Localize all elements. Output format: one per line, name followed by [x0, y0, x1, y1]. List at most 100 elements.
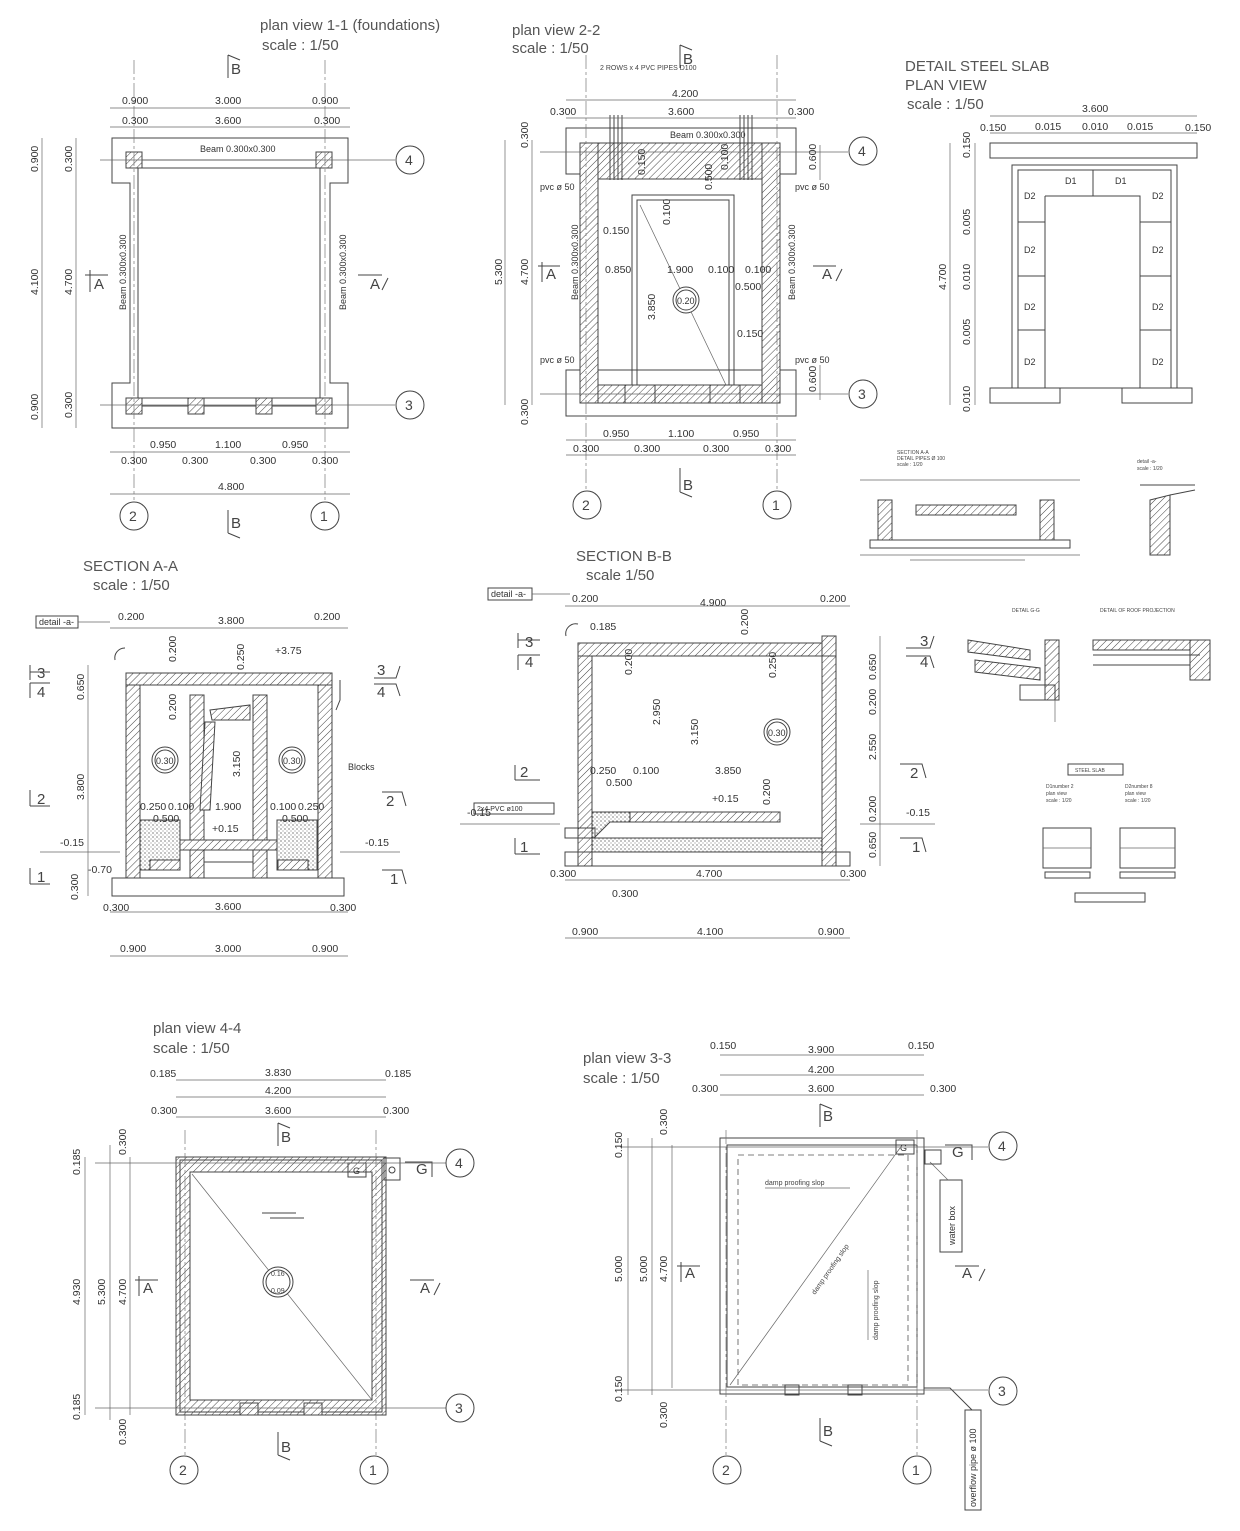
wall-left [579, 142, 599, 404]
dim: 4.700 [937, 264, 949, 290]
dim: 0.900 [29, 394, 41, 420]
dim: 3.850 [715, 765, 741, 777]
dim: 0.150 [636, 149, 648, 175]
opening-label: 0.20 [677, 296, 695, 306]
section-mark-g: G [900, 1143, 907, 1153]
dim: 0.300 [612, 888, 638, 900]
dim: 3.000 [215, 943, 241, 955]
opening [151, 746, 179, 774]
dim: 0.300 [930, 1083, 956, 1095]
plan-4-4-title: plan view 4-4 [153, 1020, 241, 1037]
dim: 0.900 [312, 943, 338, 955]
grid-bubble [712, 1455, 742, 1485]
dim: 0.300 [312, 455, 338, 467]
beam-label: Beam 0.300x0.300 [200, 144, 276, 154]
section-bb-scale: scale 1/50 [586, 567, 654, 584]
dim: 2.550 [867, 734, 879, 760]
dim: 0.250 [140, 801, 166, 813]
dim: 0.200 [167, 694, 179, 720]
dim: 0.650 [867, 654, 879, 680]
detail-scale: scale : 1/20 [1137, 466, 1163, 472]
opening-label: 0.30 [156, 756, 174, 766]
detail-title: plan view [1125, 791, 1146, 797]
dim: 0.150 [980, 122, 1006, 134]
plan-3-3-scale: scale : 1/50 [583, 1070, 660, 1087]
dim: 0.300 [658, 1402, 670, 1428]
dim: 0.300 [103, 902, 129, 914]
dim: 0.200 [118, 611, 144, 623]
grid-bubble [848, 379, 878, 409]
section-bb-title: SECTION B-B [576, 548, 672, 565]
dim: 0.300 [519, 399, 531, 425]
panel-label: D1 [1065, 176, 1077, 186]
dim: 0.150 [710, 1040, 736, 1052]
level-mark: 1 [390, 871, 398, 888]
water-box-label: water box [947, 1205, 957, 1246]
section-mark-b: B [231, 61, 241, 78]
dim: 0.900 [818, 926, 844, 938]
dim: 1.100 [668, 428, 694, 440]
level-mark: 4 [525, 654, 533, 671]
slope-label: damp proofing slop [811, 1243, 851, 1296]
beam-label: Beam 0.300x0.300 [670, 130, 746, 140]
grid-label: 4 [455, 1155, 463, 1171]
section-mark-g: G [416, 1161, 428, 1178]
dim: 0.300 [840, 868, 866, 880]
pipe-label: 2x4 PVC ø100 [477, 806, 523, 813]
roof-slab [577, 642, 837, 657]
dim: 0.150 [613, 1132, 625, 1158]
dim: 0.200 [867, 689, 879, 715]
steel-slab-title: DETAIL STEEL SLAB [905, 58, 1050, 75]
dim: 0.150 [1185, 122, 1211, 134]
dim: 3.000 [215, 95, 241, 107]
pvc-label: pvc ø 50 [795, 355, 830, 365]
dim: 3.600 [215, 901, 241, 913]
detail-title: STEEL SLAB [1075, 768, 1105, 774]
grid-bubble [988, 1376, 1018, 1406]
section-mark-b: B [281, 1439, 291, 1456]
detail-title: DETAIL G-G [1012, 608, 1040, 614]
dim: 0.500 [153, 813, 179, 825]
dim: 0.005 [961, 319, 973, 345]
dim: 0.300 [550, 106, 576, 118]
dim: 4.700 [658, 1256, 670, 1282]
grid-label: 1 [772, 497, 780, 513]
level: -0.70 [88, 864, 112, 876]
dim: 0.600 [807, 144, 819, 170]
opening [278, 746, 306, 774]
pipes-note: 2 ROWS x 4 PVC PIPES D100 [600, 65, 697, 72]
dim: 0.300 [63, 146, 75, 172]
dim: 3.830 [265, 1067, 291, 1079]
plan-1-1-title: plan view 1-1 (foundations) [260, 17, 440, 34]
dim: 0.300 [69, 874, 81, 900]
wall-left [125, 684, 141, 879]
dim: 0.950 [603, 428, 629, 440]
beam-label: Beam 0.300x0.300 [118, 234, 128, 310]
plan-view-1-1: plan view 1-1 (foundations) scale : 1/50… [29, 17, 440, 539]
dim: 0.300 [122, 115, 148, 127]
level: -0.15 [906, 807, 930, 819]
grid-bubble [902, 1455, 932, 1485]
grid-label: 2 [722, 1462, 730, 1478]
level: +0.15 [212, 823, 239, 835]
level-mark: 3 [525, 634, 533, 651]
dim: 0.500 [606, 777, 632, 789]
dim: 4.100 [29, 269, 41, 295]
section-aa-title: SECTION A-A [83, 558, 178, 575]
dim: 0.010 [961, 386, 973, 412]
section-mark-b: B [823, 1108, 833, 1125]
section-mark-a: A [370, 276, 380, 293]
dim: 0.150 [737, 328, 763, 340]
level-mark: 4 [920, 654, 928, 671]
wall-right [821, 655, 837, 867]
dim: 3.900 [808, 1044, 834, 1056]
dim: 0.300 [151, 1105, 177, 1117]
opening-label: 0.09 [271, 1288, 285, 1295]
panel-label: D2 [1152, 302, 1164, 312]
dim: 0.015 [1035, 121, 1061, 133]
dim: 4.200 [808, 1064, 834, 1076]
dim: 0.015 [1127, 121, 1153, 133]
dim: 0.100 [633, 765, 659, 777]
dim: 4.100 [697, 926, 723, 938]
grid-label: 1 [912, 1462, 920, 1478]
